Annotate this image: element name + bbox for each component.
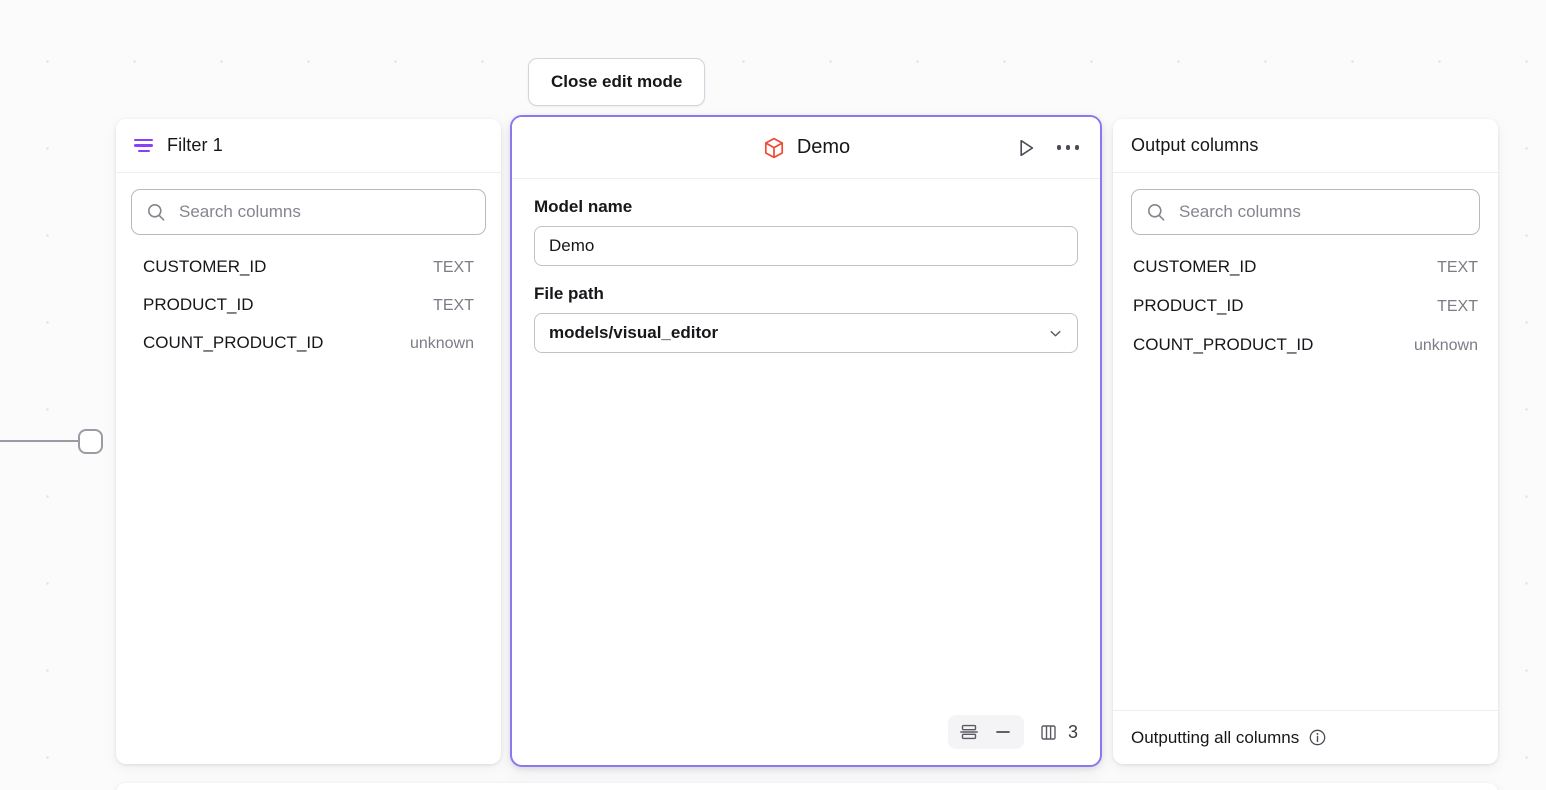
ellipsis-icon: [1057, 145, 1079, 150]
column-name: CUSTOMER_ID: [143, 257, 267, 276]
column-count-group[interactable]: 3: [1038, 722, 1078, 743]
search-icon: [148, 204, 165, 221]
column-name: PRODUCT_ID: [1133, 296, 1244, 315]
output-column-list: CUSTOMER_ID TEXT PRODUCT_ID TEXT COUNT_P…: [1131, 257, 1480, 374]
column-name: COUNT_PRODUCT_ID: [1133, 335, 1314, 354]
output-panel-title: Output columns: [1131, 135, 1259, 155]
filter-panel-body: Search columns CUSTOMER_ID TEXT PRODUCT_…: [116, 173, 501, 764]
table-row[interactable]: PRODUCT_ID TEXT: [1131, 296, 1480, 335]
cube-icon: [764, 137, 783, 158]
filter-column-list: CUSTOMER_ID TEXT PRODUCT_ID TEXT COUNT_P…: [131, 257, 486, 371]
filter-search-input[interactable]: Search columns: [131, 189, 486, 235]
model-panel-title: Demo: [796, 136, 851, 158]
filter-panel-header: Filter 1: [116, 119, 501, 173]
model-panel-header: Demo: [512, 117, 1100, 179]
chevron-down-icon: [1050, 330, 1061, 336]
file-path-label: File path: [534, 284, 604, 303]
play-icon: [1020, 139, 1034, 156]
output-panel-body: Search columns CUSTOMER_ID TEXT PRODUCT_…: [1113, 173, 1498, 710]
bottom-partial-panel[interactable]: [116, 783, 1498, 790]
columns-icon: [1041, 724, 1056, 740]
file-path-value: models/visual_editor: [549, 323, 719, 342]
column-type: TEXT: [433, 297, 474, 314]
filter-panel[interactable]: Filter 1 Search columns CUSTOMER_ID TEXT…: [116, 119, 501, 764]
close-edit-mode-button[interactable]: Close edit mode: [528, 58, 706, 106]
column-type: unknown: [409, 335, 474, 352]
filter-search-placeholder: Search columns: [179, 202, 301, 221]
column-name: PRODUCT_ID: [143, 295, 254, 314]
table-row[interactable]: PRODUCT_ID TEXT: [131, 295, 486, 333]
model-name-input[interactable]: Demo: [534, 226, 1078, 266]
column-type: TEXT: [1437, 259, 1478, 276]
output-search-placeholder: Search columns: [1179, 202, 1301, 221]
table-row[interactable]: COUNT_PRODUCT_ID unknown: [131, 333, 486, 371]
output-panel-footer: Outputting all columns: [1113, 710, 1498, 764]
column-type: unknown: [1413, 337, 1478, 354]
column-type: TEXT: [433, 259, 474, 276]
table-row[interactable]: COUNT_PRODUCT_ID unknown: [1131, 335, 1480, 374]
collapse-button[interactable]: [988, 720, 1018, 744]
output-columns-panel[interactable]: Output columns Search columns CUSTOMER_I…: [1113, 119, 1498, 764]
outputting-all-columns-label: Outputting all columns: [1131, 727, 1300, 747]
table-row[interactable]: CUSTOMER_ID TEXT: [131, 257, 486, 295]
model-more-options-button[interactable]: [1054, 134, 1082, 162]
rows-layout-button[interactable]: [954, 720, 984, 744]
edge-connector-handle[interactable]: [78, 429, 103, 454]
output-panel-header: Output columns: [1113, 119, 1498, 173]
search-icon: [1148, 204, 1165, 221]
table-row[interactable]: CUSTOMER_ID TEXT: [1131, 257, 1480, 296]
minus-icon: [996, 731, 1010, 733]
edge-connector-line: [0, 440, 82, 442]
model-panel-footer: 3: [512, 715, 1100, 765]
rows-layout-icon: [960, 724, 978, 740]
filter-panel-title: Filter 1: [167, 135, 223, 155]
filter-icon: [134, 138, 153, 153]
column-name: COUNT_PRODUCT_ID: [143, 333, 324, 352]
output-search-input[interactable]: Search columns: [1131, 189, 1480, 235]
model-name-label: Model name: [534, 197, 633, 216]
column-type: TEXT: [1437, 298, 1478, 315]
column-count-value: 3: [1067, 721, 1078, 742]
run-model-button[interactable]: [1012, 134, 1040, 162]
file-path-select[interactable]: models/visual_editor: [534, 313, 1078, 353]
model-panel[interactable]: Demo Model name Demo File path: [510, 115, 1102, 767]
model-panel-body: Model name Demo File path models/visual_…: [512, 179, 1100, 715]
info-icon[interactable]: [1308, 728, 1327, 747]
layout-toggle-group[interactable]: [947, 715, 1024, 749]
column-name: CUSTOMER_ID: [1133, 257, 1257, 276]
